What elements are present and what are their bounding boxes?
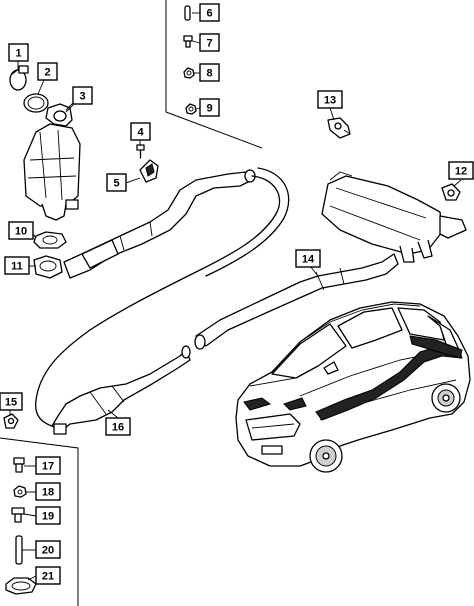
- callout-18: 18: [35, 482, 61, 501]
- callout-label: 3: [79, 91, 85, 103]
- callout-17: 17: [35, 456, 61, 475]
- callout-label: 6: [206, 8, 212, 20]
- callout-label: 19: [42, 511, 54, 523]
- nut-part-9: [185, 103, 197, 115]
- callout-label: 11: [11, 261, 23, 273]
- callout-label: 9: [206, 103, 212, 115]
- callout-3: 3: [72, 86, 93, 105]
- bolt-part-4: [136, 144, 145, 159]
- bolt-part-17: [13, 457, 25, 473]
- callout-10: 10: [8, 221, 34, 240]
- callout-21: 21: [35, 566, 61, 585]
- callout-12: 12: [448, 161, 474, 180]
- vehicle-illustration: [235, 301, 471, 473]
- stud-part-20: [15, 535, 23, 565]
- callout-label: 20: [42, 545, 54, 557]
- clamp-part: [9, 65, 29, 91]
- hanger-bracket-part-12: [441, 183, 461, 201]
- callout-label: 18: [42, 487, 54, 499]
- nut-part-18: [13, 485, 27, 498]
- callout-label: 4: [137, 127, 144, 139]
- callout-label: 17: [42, 461, 54, 473]
- callout-label: 14: [302, 254, 315, 266]
- callout-14: 14: [295, 249, 321, 268]
- flat-gasket-part: [33, 231, 67, 249]
- callout-label: 2: [44, 67, 50, 79]
- callout-1: 1: [8, 43, 29, 62]
- hardware-frame-top: [165, 0, 263, 149]
- callout-label: 13: [324, 95, 336, 107]
- callout-7: 7: [199, 33, 220, 52]
- callout-9: 9: [199, 98, 220, 117]
- callout-5: 5: [106, 173, 127, 192]
- nut-part-8: [183, 67, 195, 79]
- callout-label: 1: [15, 48, 21, 60]
- leader-lines: [9, 12, 462, 581]
- callout-13: 13: [317, 90, 343, 109]
- front-exhaust-pipe: [63, 169, 256, 279]
- callout-16: 16: [105, 417, 131, 436]
- catalytic-converter-part: [23, 95, 81, 221]
- callout-4: 4: [130, 122, 151, 141]
- callout-11: 11: [4, 256, 30, 275]
- callout-label: 15: [5, 397, 17, 409]
- callout-8: 8: [199, 63, 220, 82]
- clip-part-15: [3, 413, 19, 429]
- hardware-frame-bottom: [0, 437, 79, 606]
- mid-exhaust-pipe: [34, 167, 290, 427]
- rear-resonator-part: [51, 345, 191, 435]
- callout-6: 6: [199, 3, 220, 22]
- gasket-ring-part: [23, 93, 49, 113]
- callout-20: 20: [35, 540, 61, 559]
- callout-15: 15: [0, 392, 23, 411]
- callout-label: 16: [112, 422, 124, 434]
- rear-muffler-part: [321, 171, 467, 263]
- callout-label: 8: [206, 68, 212, 80]
- callout-label: 5: [113, 178, 119, 190]
- callout-label: 10: [15, 226, 27, 238]
- gasket-part-21: [5, 577, 37, 595]
- callout-label: 21: [42, 571, 54, 583]
- stud-part-6: [184, 5, 191, 21]
- hanger-isolator-part-13: [327, 117, 351, 139]
- callout-19: 19: [35, 506, 61, 525]
- bolt-part-7: [183, 35, 193, 48]
- callout-label: 7: [206, 38, 212, 50]
- flange-connector-part: [33, 255, 63, 279]
- bolt-part-19: [11, 507, 25, 523]
- callout-label: 12: [455, 166, 467, 178]
- callout-2: 2: [37, 62, 58, 81]
- heat-shield-bracket-part: [139, 159, 159, 183]
